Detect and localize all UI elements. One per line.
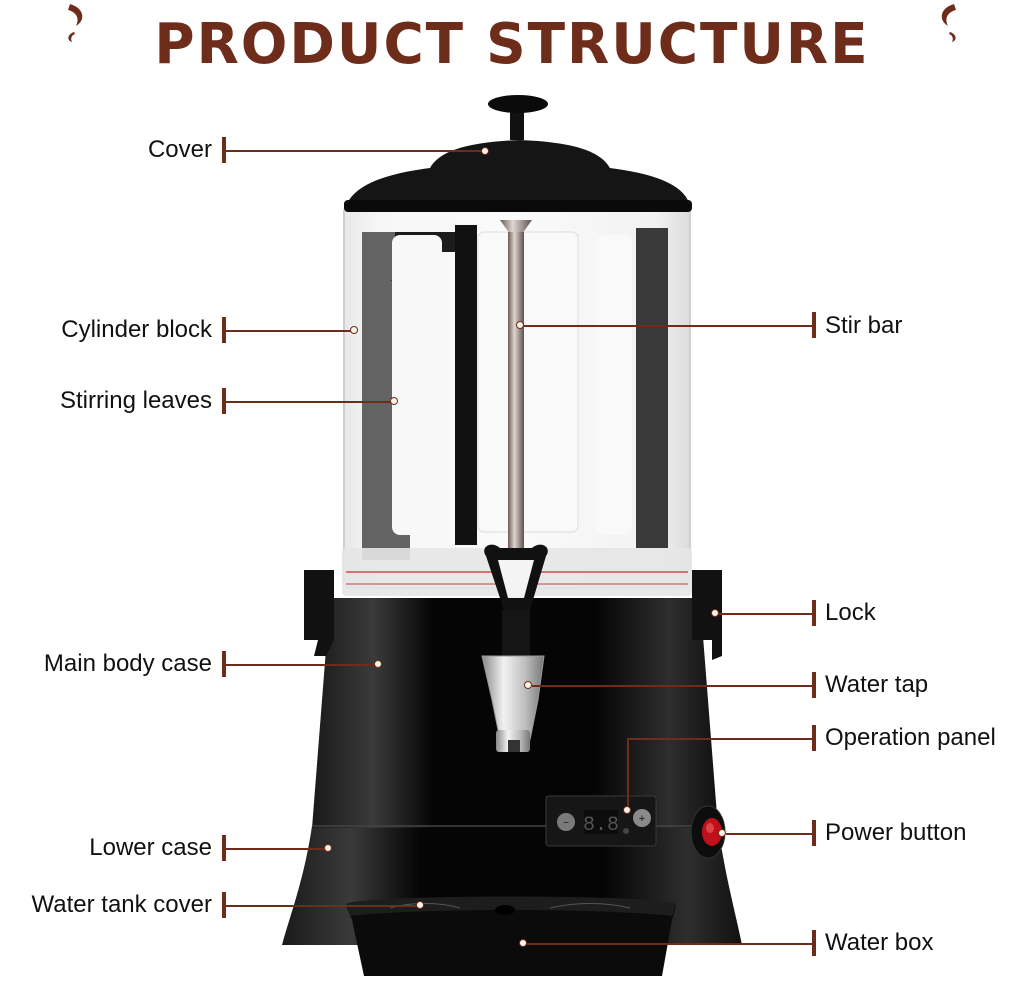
callout-dot: [324, 844, 332, 852]
leader-line: [226, 401, 392, 403]
callout-dot: [623, 806, 631, 814]
label-marker: [812, 820, 816, 846]
svg-text:−: −: [563, 818, 569, 829]
callout-dot: [374, 660, 382, 668]
leader-line: [226, 150, 484, 152]
chocolate-drop-icon: [941, 4, 956, 42]
label-marker: [222, 651, 226, 677]
label-lower-case: Lower case: [89, 834, 212, 861]
leader-line: [524, 325, 812, 327]
label-power-button: Power button: [825, 819, 967, 846]
page-title: PRODUCT STRUCTURE: [154, 12, 870, 77]
callout-dot: [711, 609, 719, 617]
callout-dot: [416, 901, 424, 909]
callout-dot: [519, 939, 527, 947]
leader-line: [226, 848, 326, 850]
label-cylinder-block: Cylinder block: [61, 316, 212, 343]
svg-text:+: +: [639, 813, 645, 825]
label-stirring-leaves: Stirring leaves: [59, 387, 212, 414]
label-main-body-case: Main body case: [43, 650, 212, 677]
label-marker: [222, 137, 226, 163]
label-cover: Cover: [147, 136, 212, 163]
label-lock: Lock: [825, 599, 876, 626]
callout-dot: [350, 326, 358, 334]
callout-dot: [516, 321, 524, 329]
leader-line: [226, 905, 418, 907]
callout-dot: [390, 397, 398, 405]
label-operation-panel: Operation panel: [825, 724, 996, 751]
label-stir-bar: Stir bar: [825, 312, 903, 339]
label-water-tank-cover: Water tank cover: [31, 891, 212, 918]
label-water-tap: Water tap: [825, 671, 929, 698]
label-marker: [222, 892, 226, 918]
label-water-box: Water box: [825, 929, 934, 956]
label-marker: [812, 725, 816, 751]
label-marker: [222, 317, 226, 343]
leader-line: [226, 664, 376, 666]
callout-dot: [524, 681, 532, 689]
leader-line: [627, 738, 629, 806]
leader-line: [527, 943, 812, 945]
label-marker: [812, 672, 816, 698]
chocolate-drop-icon: [68, 4, 83, 42]
callout-dot: [481, 147, 489, 155]
leader-line: [726, 833, 812, 835]
leader-line: [627, 738, 812, 740]
label-marker: [812, 600, 816, 626]
label-marker: [222, 835, 226, 861]
label-marker: [222, 388, 226, 414]
leader-line: [719, 613, 812, 615]
leader-line: [532, 685, 812, 687]
label-marker: [812, 312, 816, 338]
svg-text:8.8: 8.8: [583, 814, 619, 837]
leader-line: [226, 330, 352, 332]
callout-dot: [718, 829, 726, 837]
label-marker: [812, 930, 816, 956]
